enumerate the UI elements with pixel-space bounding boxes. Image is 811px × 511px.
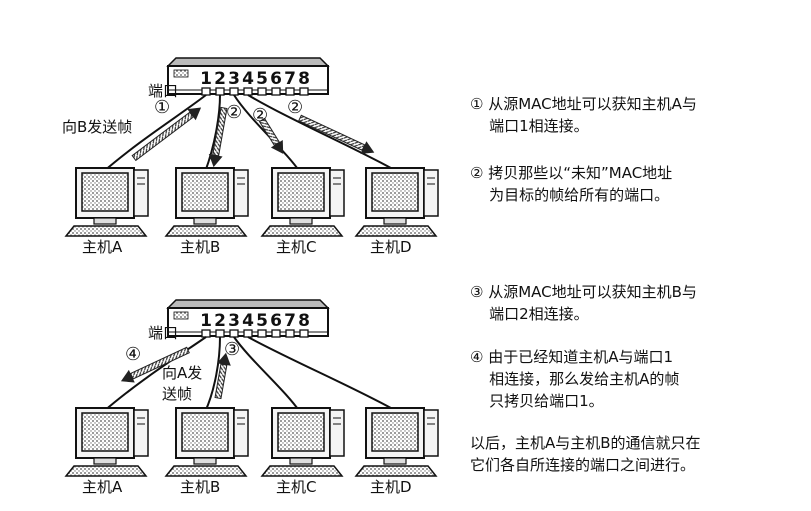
- cable-host-d: [247, 336, 399, 413]
- cable-host-a: [102, 336, 207, 413]
- step-marker: ③: [224, 339, 240, 360]
- arrow-switch-to-b: [208, 106, 228, 168]
- note-line: ④ 由于已经知道主机A与端口1: [470, 348, 674, 366]
- step-marker: ④: [125, 344, 141, 365]
- host-c: [261, 407, 345, 477]
- cable-host-a: [102, 94, 207, 173]
- host-label: 主机C: [276, 478, 316, 496]
- host-d: [355, 407, 439, 477]
- cable-host-b: [204, 336, 221, 413]
- port-numbers: 1 2 3 4 5 6 7 8: [200, 311, 310, 331]
- port-number: 3: [228, 311, 240, 331]
- port-number: 2: [214, 69, 226, 89]
- step-marker: ②: [287, 97, 303, 118]
- scenario-1: 1 2 3 4 5 6 7 8 端口: [62, 57, 439, 256]
- note-line: 它们各自所连接的端口之间进行。: [470, 456, 696, 474]
- host-a: [65, 407, 149, 477]
- port-number: 3: [228, 69, 240, 89]
- note-step-1: ① 从源MAC地址可以获知主机A与 端口1相连接。: [470, 93, 697, 137]
- port-number: 6: [270, 311, 282, 331]
- port-number: 6: [270, 69, 282, 89]
- send-label-line-2: 送帧: [162, 385, 192, 403]
- arrow-switch-to-c: [258, 117, 284, 154]
- step-marker: ②: [252, 105, 268, 126]
- cable-host-b: [204, 94, 221, 173]
- note-step-4: ④ 由于已经知道主机A与端口1 相连接，那么发给主机A的帧 只拷贝给端口1。: [470, 346, 679, 412]
- cable-host-c: [233, 336, 301, 413]
- scenario-2: 1 2 3 4 5 6 7 8 端口: [65, 299, 439, 496]
- port-number: 8: [298, 311, 310, 331]
- note-line: 只拷贝给端口1。: [470, 392, 604, 410]
- port-number: 8: [298, 69, 310, 89]
- host-d: [355, 167, 439, 237]
- step-marker: ①: [154, 97, 170, 118]
- host-label: 主机A: [82, 238, 123, 256]
- frame-arrows: [120, 346, 231, 400]
- cables: [102, 94, 399, 173]
- port-number: 4: [242, 311, 254, 331]
- note-line: ① 从源MAC地址可以获知主机A与: [470, 95, 697, 113]
- host-c: [261, 167, 345, 237]
- send-label-line-1: 向A发: [162, 364, 202, 382]
- step-marker: ②: [226, 102, 242, 123]
- note-summary: 以后，主机A与主机B的通信就只在 它们各自所连接的端口之间进行。: [470, 432, 701, 476]
- port-number: 7: [284, 311, 296, 331]
- host-b: [165, 167, 249, 237]
- note-line: ② 拷贝那些以“未知”MAC地址: [470, 164, 673, 182]
- host-label: 主机A: [82, 478, 123, 496]
- port-label: 端口: [148, 82, 178, 100]
- note-step-3: ③ 从源MAC地址可以获知主机B与 端口2相连接。: [470, 281, 697, 325]
- note-line: 以后，主机A与主机B的通信就只在: [470, 434, 701, 452]
- note-line: 端口1相连接。: [470, 117, 589, 135]
- port-number: 1: [200, 69, 212, 89]
- host-label: 主机B: [180, 478, 220, 496]
- host-label: 主机C: [276, 238, 316, 256]
- host-a: [65, 167, 149, 237]
- note-line: 为目标的帧给所有的端口。: [470, 186, 670, 204]
- send-label: 向B发送帧: [62, 118, 132, 136]
- port-number: 7: [284, 69, 296, 89]
- port-number: 5: [256, 69, 268, 89]
- cables: [102, 336, 399, 413]
- arrow-switch-to-d: [298, 114, 375, 154]
- note-line: ③ 从源MAC地址可以获知主机B与: [470, 283, 697, 301]
- arrow-switch-to-a: [120, 346, 190, 383]
- port-number: 4: [242, 69, 254, 89]
- port-number: 1: [200, 311, 212, 331]
- port-number: 5: [256, 311, 268, 331]
- host-label: 主机D: [370, 478, 412, 496]
- port-label: 端口: [148, 324, 178, 342]
- frame-arrows: [131, 106, 375, 168]
- note-step-2: ② 拷贝那些以“未知”MAC地址 为目标的帧给所有的端口。: [470, 162, 672, 206]
- host-b: [165, 407, 249, 477]
- arrow-a-to-switch: [131, 107, 202, 162]
- cable-host-d: [247, 94, 399, 173]
- port-numbers: 1 2 3 4 5 6 7 8: [200, 69, 310, 89]
- arrow-b-to-switch: [214, 352, 231, 400]
- host-label: 主机D: [370, 238, 412, 256]
- host-label: 主机B: [180, 238, 220, 256]
- note-line: 相连接，那么发给主机A的帧: [470, 370, 680, 388]
- port-number: 2: [214, 311, 226, 331]
- note-line: 端口2相连接。: [470, 305, 589, 323]
